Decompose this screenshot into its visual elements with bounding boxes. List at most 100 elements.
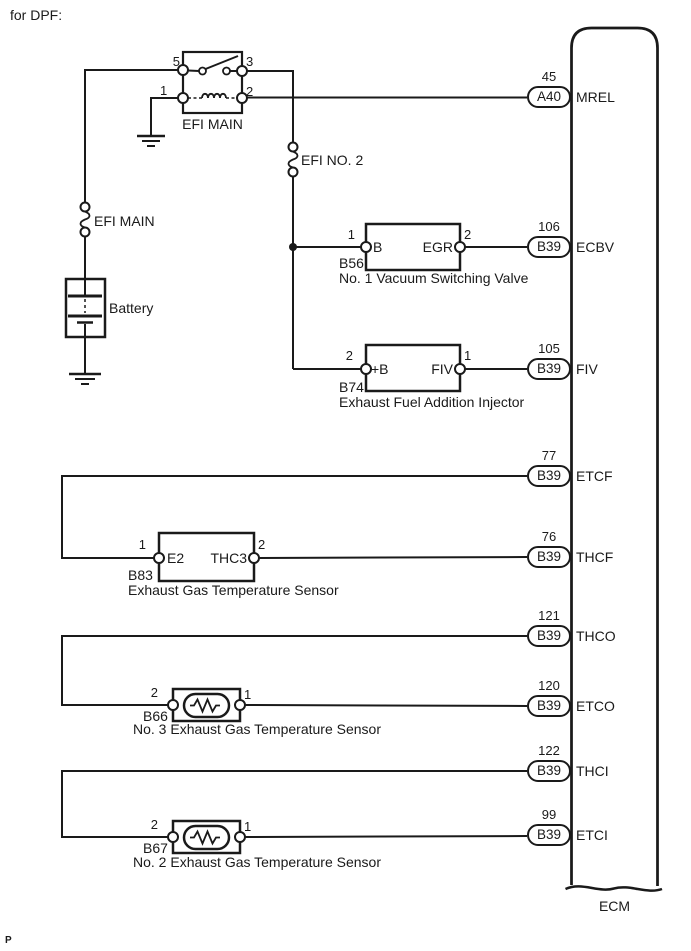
ecm-signal-label: FIV (576, 361, 598, 377)
ecm-terminal-number: 105 (538, 341, 560, 356)
ecm-signal-label: THCO (576, 628, 616, 644)
wire-relay-pin5-to-battery (84, 69, 178, 203)
b74-pin2-terminal (360, 363, 372, 375)
fuse-efi-main-label: EFI MAIN (94, 213, 155, 229)
b66-resistor-zigzag (190, 697, 220, 714)
fuse-efi-main-bottom-terminal (79, 226, 91, 238)
b83-pin-left-label: E2 (167, 550, 185, 566)
ecm-connector-pill: B39 (527, 236, 571, 258)
relay-label: EFI MAIN (182, 116, 243, 132)
relay-contact-lead-left (187, 69, 200, 72)
b56-pin-left-number: 1 (347, 227, 355, 242)
relay-pin5-terminal (177, 64, 189, 76)
b74-pin1-terminal (454, 363, 466, 375)
relay-switch-blade (205, 55, 239, 70)
ecm-connector-pill: B39 (527, 465, 571, 487)
ecm-signal-label: ETCI (576, 827, 608, 843)
b67-pin2-terminal (167, 831, 179, 843)
relay-contact-left (198, 66, 207, 76)
ecm-label: ECM (598, 898, 631, 914)
wire-thco-to-b66 (61, 635, 527, 706)
fusible-link-efi-main-curve (79, 210, 91, 229)
ecm-torn-bottom-edge (564, 885, 663, 892)
b83-pin2-terminal (248, 552, 260, 564)
b66-thermistor-capsule (182, 692, 231, 719)
b66-pin1-terminal (234, 699, 246, 711)
relay-pin3-terminal (236, 65, 248, 77)
b74-name: Exhaust Fuel Addition Injector (339, 394, 525, 410)
fusible-link-efi-no2-curve (287, 150, 299, 169)
b66-name: No. 3 Exhaust Gas Temperature Sensor (133, 721, 381, 737)
fuse-efi-no2-bottom-terminal (287, 166, 299, 178)
b56-pin-left-label: B (373, 239, 383, 255)
fuse-efi-no2-top-terminal (287, 141, 299, 153)
b83-code: B83 (128, 567, 153, 583)
ecm-terminal-number: 45 (541, 69, 557, 84)
ecm-connector-pill: B39 (527, 695, 571, 717)
ecm-terminal-number: 77 (541, 448, 557, 463)
ecm-signal-label: ECBV (576, 239, 615, 255)
relay-coil (201, 92, 227, 99)
b74-pin-right-number: 1 (464, 348, 472, 363)
fuse-efi-no2-label: EFI NO. 2 (301, 152, 364, 168)
ecm-connector-pill: B39 (527, 358, 571, 380)
wire-etcf-to-b83 (61, 475, 527, 559)
relay-contact-right (222, 66, 231, 76)
ecm-signal-label: ETCO (576, 698, 615, 714)
wire-relay-pin1-to-ground (150, 97, 178, 135)
b74-pin-right-label: FIV (431, 361, 453, 377)
ecm-terminal-number: 120 (538, 678, 560, 693)
b67-pin-right-number: 1 (244, 819, 252, 834)
relay-pin1-terminal (177, 92, 189, 104)
b83-name: Exhaust Gas Temperature Sensor (128, 582, 339, 598)
relay-pin5-number: 5 (172, 54, 180, 69)
b56-pin1-terminal (360, 241, 372, 253)
b56-code: B56 (339, 255, 364, 271)
b74-pin-left-number: 2 (345, 348, 353, 363)
b67-name: No. 2 Exhaust Gas Temperature Sensor (133, 854, 381, 870)
ecm-signal-label: ETCF (576, 468, 613, 484)
ecm-connector-pill: B39 (527, 625, 571, 647)
junction-dot (289, 243, 297, 251)
wire-thci-to-b67 (61, 770, 527, 838)
wire-b83-to-thcf (258, 556, 528, 559)
b56-pin-right-number: 2 (464, 227, 472, 242)
ecm-connector-pill: B39 (527, 546, 571, 568)
ecm-terminal-number: 121 (538, 608, 560, 623)
wire-relay-pin3-to-fuse (247, 70, 294, 143)
b74-code: B74 (339, 379, 364, 395)
ecm-signal-label: MREL (576, 89, 615, 105)
page-caption: for DPF: (10, 7, 63, 23)
ground-symbol-battery (69, 372, 101, 385)
b74-pin-left-label: +B (371, 361, 389, 377)
ecm-terminal-number: 76 (541, 529, 557, 544)
ecm-connector-pill: B39 (527, 824, 571, 846)
b67-code: B67 (143, 840, 168, 856)
b56-name: No. 1 Vacuum Switching Valve (339, 270, 529, 286)
b83-pin-right-number: 2 (258, 537, 266, 552)
b66-pin-left-number: 2 (150, 685, 158, 700)
b83-pin1-terminal (153, 552, 165, 564)
b83-pin-right-label: THC3 (210, 550, 247, 566)
ecm-outline (570, 26, 659, 886)
ecm-terminal-number: 122 (538, 743, 560, 758)
b66-pin2-terminal (167, 699, 179, 711)
fuse-efi-main-top-terminal (79, 201, 91, 213)
b56-pin-right-label: EGR (422, 239, 453, 255)
relay-pin2-number: 2 (246, 84, 254, 99)
battery-label: Battery (109, 300, 154, 316)
ground-symbol-relay (137, 134, 165, 147)
efi-main-relay-box (181, 50, 244, 115)
b67-pin-left-number: 2 (150, 817, 158, 832)
relay-pin3-number: 3 (246, 54, 254, 69)
b67-thermistor-capsule (182, 824, 231, 851)
b67-resistor-zigzag (190, 829, 220, 846)
b66-pin-right-number: 1 (244, 687, 252, 702)
b66-code: B66 (143, 708, 168, 724)
relay-pin1-number: 1 (160, 83, 168, 98)
wire-b67-to-etci (244, 835, 528, 838)
ecm-signal-label: THCI (576, 763, 609, 779)
b56-pin2-terminal (454, 241, 466, 253)
